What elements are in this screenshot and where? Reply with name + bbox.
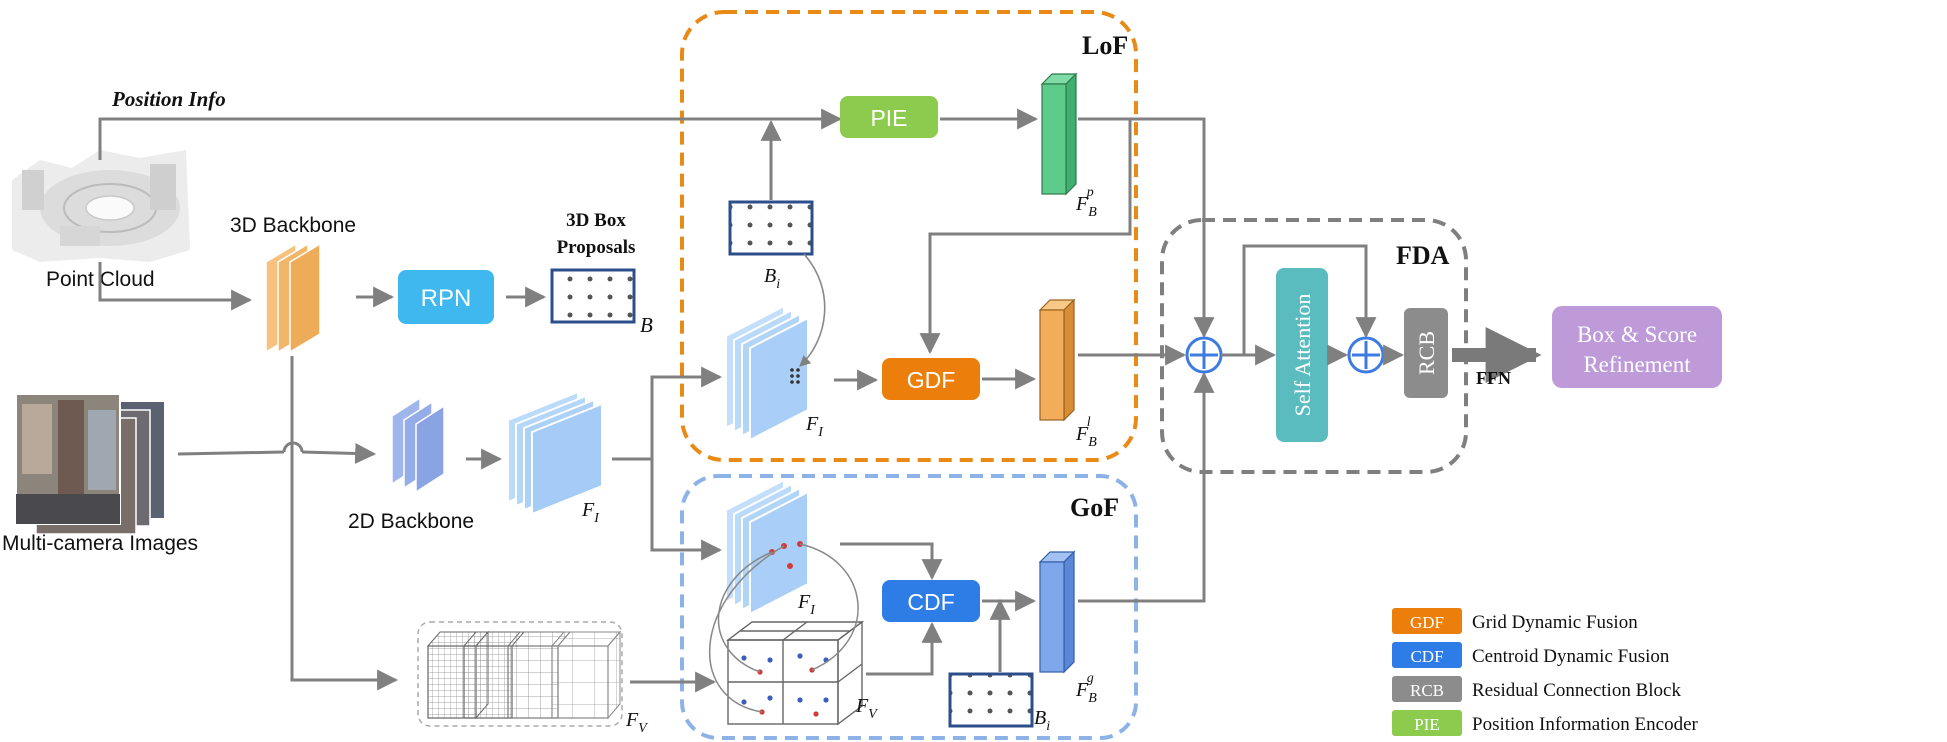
gof-projection-curves — [708, 543, 859, 713]
cdf-label: CDF — [907, 589, 954, 615]
fbp-feedback-to-gdf — [919, 117, 1132, 355]
backbone-3d-label: 3D Backbone — [230, 214, 356, 237]
bi-symbol-lof: Bi — [764, 265, 780, 292]
lof-module-box — [680, 10, 1138, 462]
proposals-label-line1: 3D Box — [566, 210, 626, 231]
rcb-label: RCB — [1414, 331, 1439, 375]
legend-abbr-gdf: GDF — [1410, 613, 1444, 632]
fv-symbol-main: FV — [625, 709, 648, 736]
position-info-arrow — [98, 108, 843, 160]
legend-abbr-pie: PIE — [1414, 715, 1440, 734]
gof-image-feature-stack — [725, 478, 809, 616]
self-attention-label: Self Attention — [1290, 294, 1315, 417]
bi-grid-lof — [728, 200, 814, 256]
gof-fv-to-cdf-arrow — [866, 621, 943, 676]
fi-symbol-gof: FI — [797, 591, 816, 618]
refinement-label-line1: Box & Score — [1577, 322, 1697, 347]
gdf-label: GDF — [907, 367, 956, 393]
3dbackbone-to-voxels-arrow — [290, 356, 399, 691]
multiscale-voxel-grids — [417, 621, 623, 727]
fi-symbol-main: FI — [581, 499, 600, 526]
self-attention-block — [1276, 268, 1328, 442]
bi-projection-curve — [799, 253, 826, 367]
gdf-block — [882, 358, 980, 400]
2dbackbone-input-arrow — [301, 442, 377, 464]
backbone-3d-block — [265, 242, 321, 354]
gof-module-box — [680, 474, 1138, 740]
fda-module-box — [1160, 218, 1468, 474]
legend-swatch-pie — [1392, 710, 1462, 736]
proposals-symbol: B — [640, 313, 653, 337]
point-cloud-image — [12, 150, 190, 262]
legend-text-gdf: Grid Dynamic Fusion — [1472, 612, 1638, 633]
image-feature-stack — [507, 390, 603, 516]
fbp-to-fusion-arrow — [1130, 117, 1215, 339]
rcb-block — [1404, 308, 1448, 398]
multi-camera-label: Multi-camera Images — [2, 532, 198, 555]
gof-label: GoF — [1070, 493, 1119, 522]
fda-label: FDA — [1396, 241, 1450, 270]
position-info-label: Position Info — [111, 87, 226, 111]
fv-symbol-gof: FV — [855, 695, 878, 722]
backbone-2d-label: 2D Backbone — [348, 510, 474, 533]
bi-symbol-gof: Bi — [1034, 707, 1050, 734]
feature-fbp-column — [1040, 72, 1078, 196]
feature-fbl-column — [1038, 298, 1076, 422]
cdf-block — [882, 580, 980, 622]
legend-text-pie: Position Information Encoder — [1472, 714, 1699, 735]
images-to-2dbackbone-line — [177, 450, 285, 456]
lof-label: LoF — [1082, 31, 1128, 60]
fi-to-lof-arrow — [612, 366, 723, 461]
gof-fi-to-cdf-arrow — [840, 542, 943, 581]
multi-camera-images — [15, 393, 164, 535]
lof-image-feature-stack — [725, 304, 809, 442]
fbg-to-fusion-arrow — [1078, 371, 1215, 603]
fbg-symbol: FBg — [1075, 671, 1097, 706]
fbp-symbol: FBp — [1075, 185, 1097, 220]
fi-to-gof-arrow — [650, 459, 723, 561]
proposals-label-line2: Proposals — [557, 237, 636, 258]
rpn-block — [398, 270, 494, 324]
legend-swatch-rcb — [1392, 676, 1462, 702]
legend-swatch-cdf — [1392, 642, 1462, 668]
fusion-plus-sign-2 — [1352, 341, 1380, 369]
fi-symbol-lof: FI — [805, 413, 824, 440]
fusion-plus-sign-1 — [1190, 341, 1218, 369]
bi-grid-gof — [948, 672, 1034, 728]
proposals-grid — [550, 268, 636, 324]
legend-abbr-rcb: RCB — [1410, 681, 1444, 700]
gof-voxel-cube — [725, 620, 865, 726]
ffn-label: FFN — [1476, 368, 1511, 388]
legend-swatch-gdf — [1392, 608, 1462, 634]
fbl-symbol: FBl — [1075, 415, 1097, 450]
residual-skip-arrow — [1242, 244, 1377, 355]
pointcloud-to-3dbackbone-arrow — [98, 262, 253, 311]
legend-text-rcb: Residual Connection Block — [1472, 680, 1681, 701]
refinement-block — [1552, 306, 1722, 388]
legend: GDF Grid Dynamic Fusion CDF Centroid Dyn… — [1392, 608, 1699, 736]
legend-text-cdf: Centroid Dynamic Fusion — [1472, 646, 1670, 667]
backbone-2d-block — [391, 396, 445, 494]
pie-label: PIE — [870, 105, 907, 131]
rpn-label: RPN — [421, 285, 472, 312]
legend-abbr-cdf: CDF — [1410, 647, 1443, 666]
refinement-label-line2: Refinement — [1583, 352, 1691, 377]
pie-block — [840, 96, 938, 138]
feature-fbg-column — [1038, 550, 1076, 674]
